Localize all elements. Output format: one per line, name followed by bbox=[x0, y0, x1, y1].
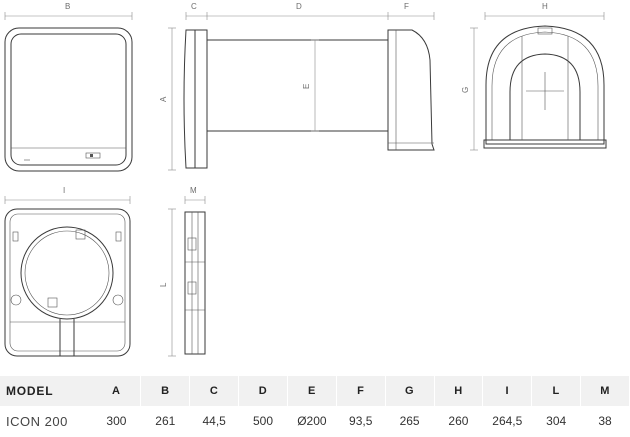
dimension-label-c: C bbox=[191, 2, 197, 11]
back-view: I bbox=[4, 186, 131, 357]
side-view: C D F A E bbox=[159, 2, 435, 171]
technical-drawing: B C D F A E H bbox=[4, 2, 607, 357]
cell-b: 261 bbox=[155, 414, 176, 428]
dimension-label-d: D bbox=[296, 2, 302, 11]
header-l: L bbox=[531, 376, 582, 406]
header-a: A bbox=[92, 376, 142, 406]
dimension-label-a: A bbox=[159, 96, 168, 102]
header-c: C bbox=[189, 376, 240, 406]
hood-front-view: H G bbox=[461, 2, 607, 151]
header-h: H bbox=[434, 376, 484, 406]
row-model: ICON 200 bbox=[6, 413, 68, 429]
dimension-label-h: H bbox=[542, 2, 548, 11]
dimension-label-b: B bbox=[65, 2, 71, 11]
cell-l: 304 bbox=[546, 414, 567, 428]
dimension-label-m: M bbox=[190, 186, 197, 195]
specification-table: MODEL A B C D E F G H I L M ICON 200 300… bbox=[0, 376, 630, 436]
cell-a: 300 bbox=[106, 414, 127, 428]
cell-c: 44,5 bbox=[202, 414, 226, 428]
cell-i: 264,5 bbox=[492, 414, 523, 428]
header-b: B bbox=[140, 376, 191, 406]
cell-e: Ø200 bbox=[297, 414, 327, 428]
cell-d: 500 bbox=[252, 414, 274, 428]
dimension-label-e: E bbox=[302, 83, 311, 89]
table-row: ICON 200 300 261 44,5 500 Ø200 93,5 265 … bbox=[0, 406, 630, 436]
header-d: D bbox=[238, 376, 288, 406]
front-view: B bbox=[4, 2, 133, 172]
dimension-label-g: G bbox=[461, 86, 470, 93]
header-i: I bbox=[482, 376, 533, 406]
cell-g: 265 bbox=[399, 414, 420, 428]
dimension-label-l: L bbox=[159, 282, 168, 287]
cell-h: 260 bbox=[448, 414, 469, 428]
header-e: E bbox=[287, 376, 337, 406]
header-g: G bbox=[385, 376, 435, 406]
dimension-label-i: I bbox=[63, 186, 66, 195]
header-model: MODEL bbox=[0, 376, 92, 406]
back-side-view: M L bbox=[159, 186, 206, 357]
dimension-label-f: F bbox=[404, 2, 409, 11]
cell-f: 93,5 bbox=[349, 414, 373, 428]
header-f: F bbox=[336, 376, 386, 406]
header-m: M bbox=[580, 376, 630, 406]
cell-m: 38 bbox=[598, 414, 612, 428]
table-header-row: MODEL A B C D E F G H I L M bbox=[0, 376, 630, 406]
